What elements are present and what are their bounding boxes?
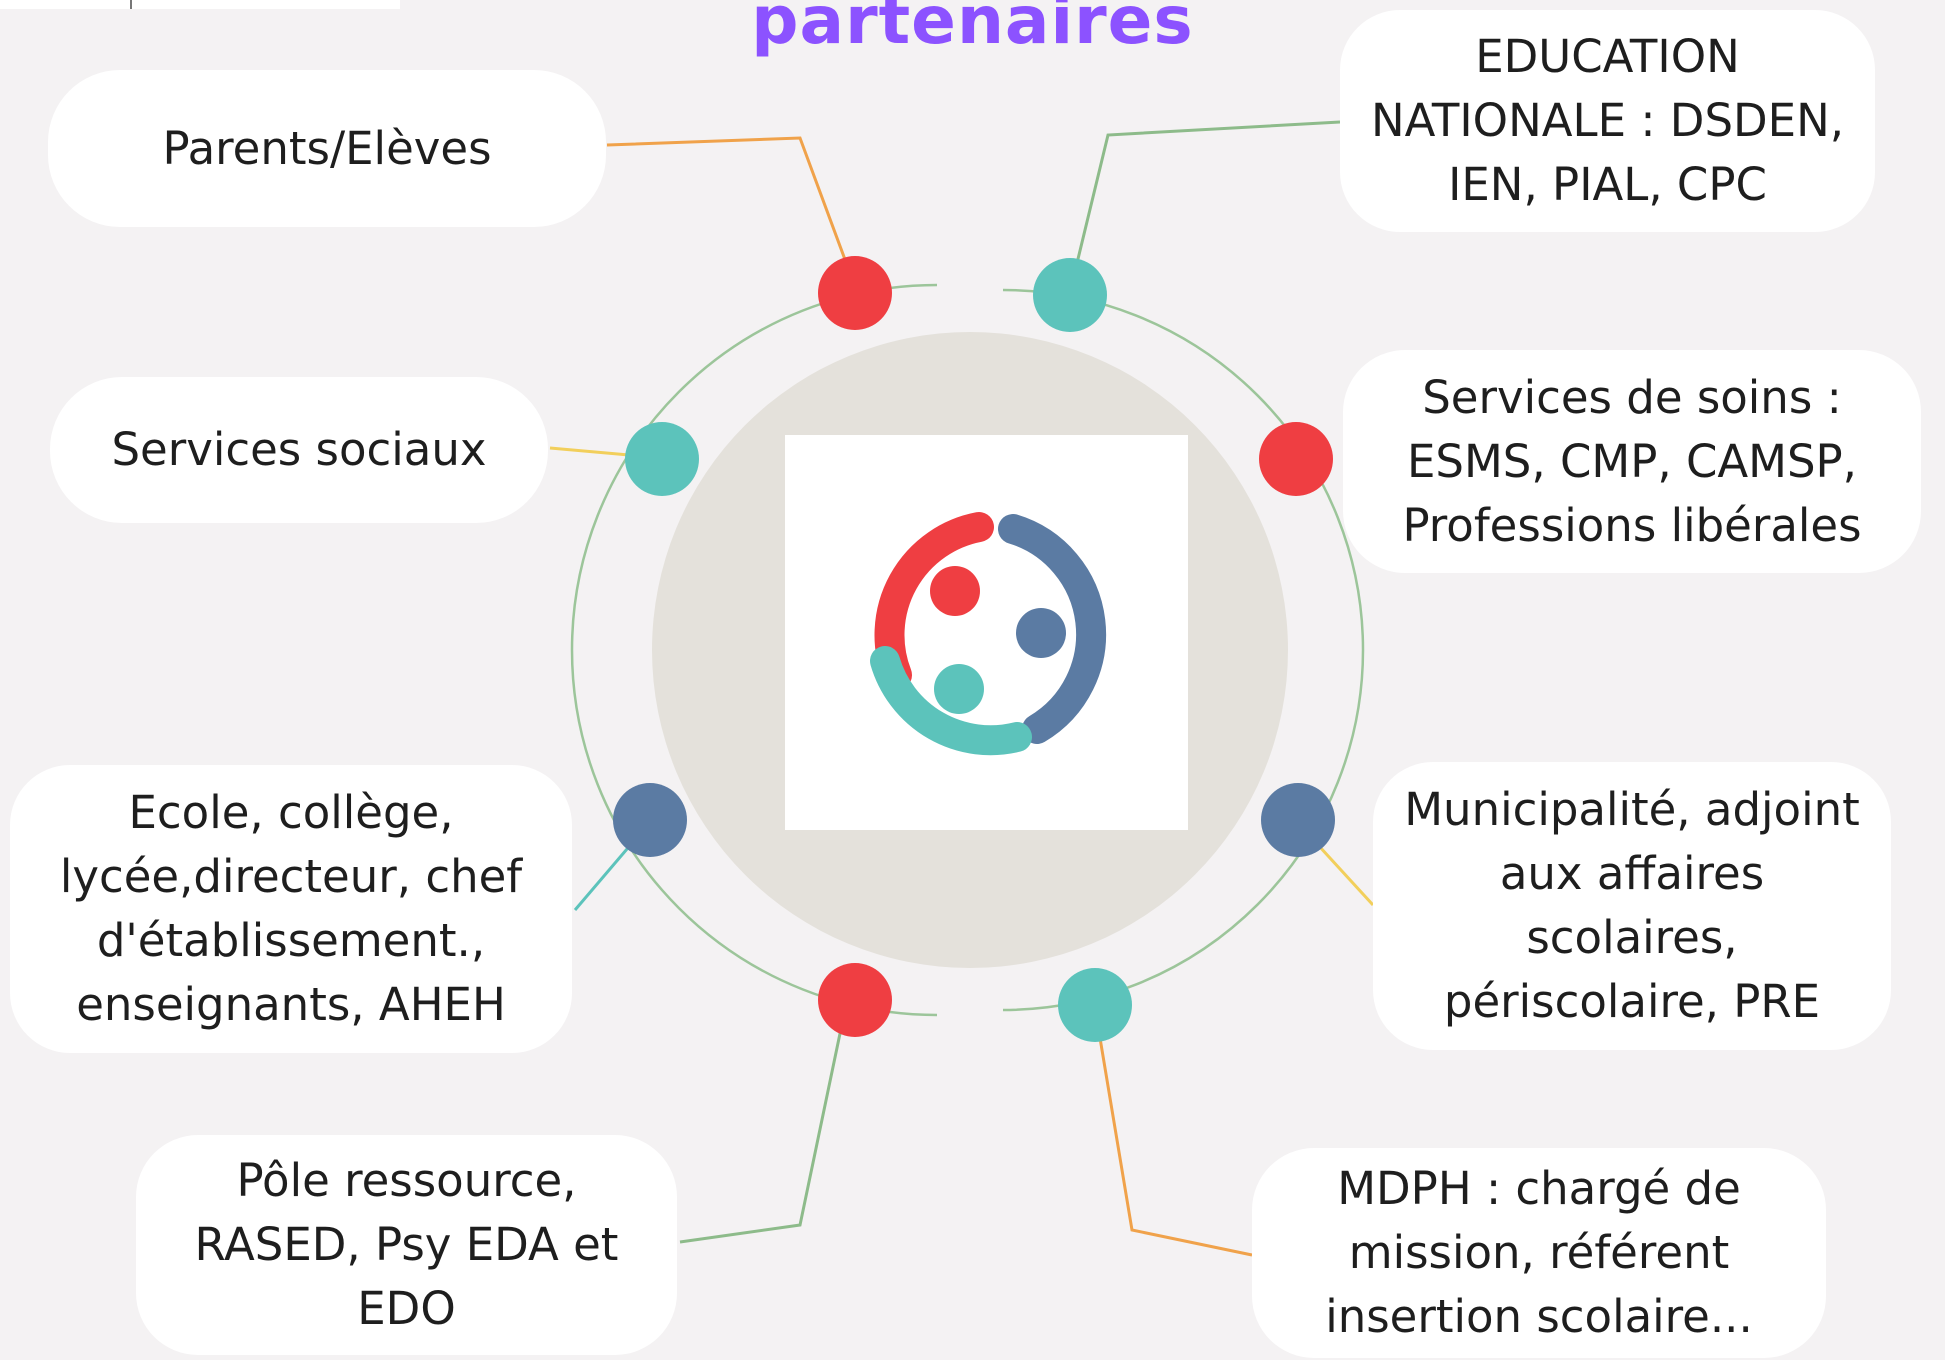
partner-box-municipalite: Municipalité, adjoint aux affaires scola…	[1373, 762, 1891, 1050]
partner-label: Ecole, collège, lycée,directeur, chef d'…	[59, 786, 523, 1031]
header-strip	[0, 0, 400, 9]
partner-box-parents: Parents/Elèves	[48, 70, 606, 227]
node-ecole	[613, 783, 687, 857]
partner-label: Services sociaux	[111, 423, 487, 476]
node-education	[1033, 258, 1107, 332]
partner-label: EDUCATION NATIONALE : DSDEN, IEN, PIAL, …	[1370, 30, 1845, 211]
logo-blue-head	[1016, 608, 1066, 658]
partner-label: Pôle ressource, RASED, Psy EDA et EDO	[194, 1154, 619, 1335]
node-parents	[818, 256, 892, 330]
partner-label: Parents/Elèves	[162, 121, 492, 175]
ring-arc-left	[570, 283, 938, 1017]
node-pole	[818, 963, 892, 1037]
connector-pole	[679, 999, 849, 1244]
partner-label: Municipalité, adjoint aux affaires scola…	[1404, 783, 1860, 1028]
node-mdph	[1058, 968, 1132, 1042]
connector-mdph	[1093, 1007, 1253, 1257]
node-services-sociaux	[625, 422, 699, 496]
header-separator	[130, 0, 132, 9]
node-municipalite	[1261, 783, 1335, 857]
people-circle-logo	[870, 512, 1107, 756]
partner-box-ecole: Ecole, collège, lycée,directeur, chef d'…	[10, 765, 572, 1053]
partner-label: Services de soins : ESMS, CMP, CAMSP, Pr…	[1402, 370, 1862, 552]
center-logo-card	[785, 435, 1188, 830]
logo-teal-arc	[870, 646, 1032, 756]
logo-teal-head	[934, 664, 984, 714]
ring-arc-right	[1002, 288, 1365, 1012]
connector-parents	[606, 136, 859, 293]
logo-red-head	[930, 566, 980, 616]
connector-education	[1068, 120, 1341, 293]
partner-box-education: EDUCATION NATIONALE : DSDEN, IEN, PIAL, …	[1340, 10, 1875, 232]
partner-box-services-sociaux: Services sociaux	[50, 377, 548, 523]
partner-box-mdph: MDPH : chargé de mission, référent inser…	[1252, 1148, 1826, 1358]
node-soins	[1259, 422, 1333, 496]
logo-blue-arc	[998, 514, 1107, 744]
partner-label: MDPH : chargé de mission, référent inser…	[1325, 1162, 1753, 1343]
partner-box-pole: Pôle ressource, RASED, Psy EDA et EDO	[136, 1135, 677, 1355]
diagram-title: partenaires	[751, 0, 1194, 59]
partner-box-soins: Services de soins : ESMS, CMP, CAMSP, Pr…	[1343, 350, 1921, 573]
